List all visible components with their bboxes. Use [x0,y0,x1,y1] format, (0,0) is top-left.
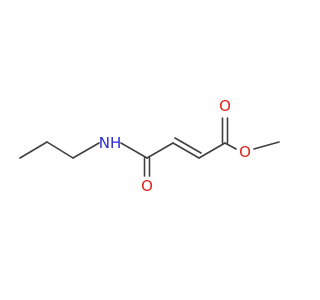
bond-oxygen-methyl [253,141,280,150]
amide-oxygen-label: O [141,177,153,195]
bond-amide-alkene [146,142,174,159]
bond-ester-oxygen [224,142,237,150]
bond-alkene-2 [174,137,202,154]
nh-label: NH [99,134,122,152]
ester-oxygen-label: O [239,143,251,161]
bond-alkene-ester [198,142,226,159]
bond-n-amide-carbon [120,142,148,159]
carbonyl-oxygen-label: O [219,97,231,115]
bond-alkene-1 [172,142,200,159]
bond-propyl-2 [46,141,74,159]
bond-propyl-3 [72,142,100,159]
bond-propyl-1 [19,141,48,159]
molecule-structure: NH O O O [19,97,280,195]
